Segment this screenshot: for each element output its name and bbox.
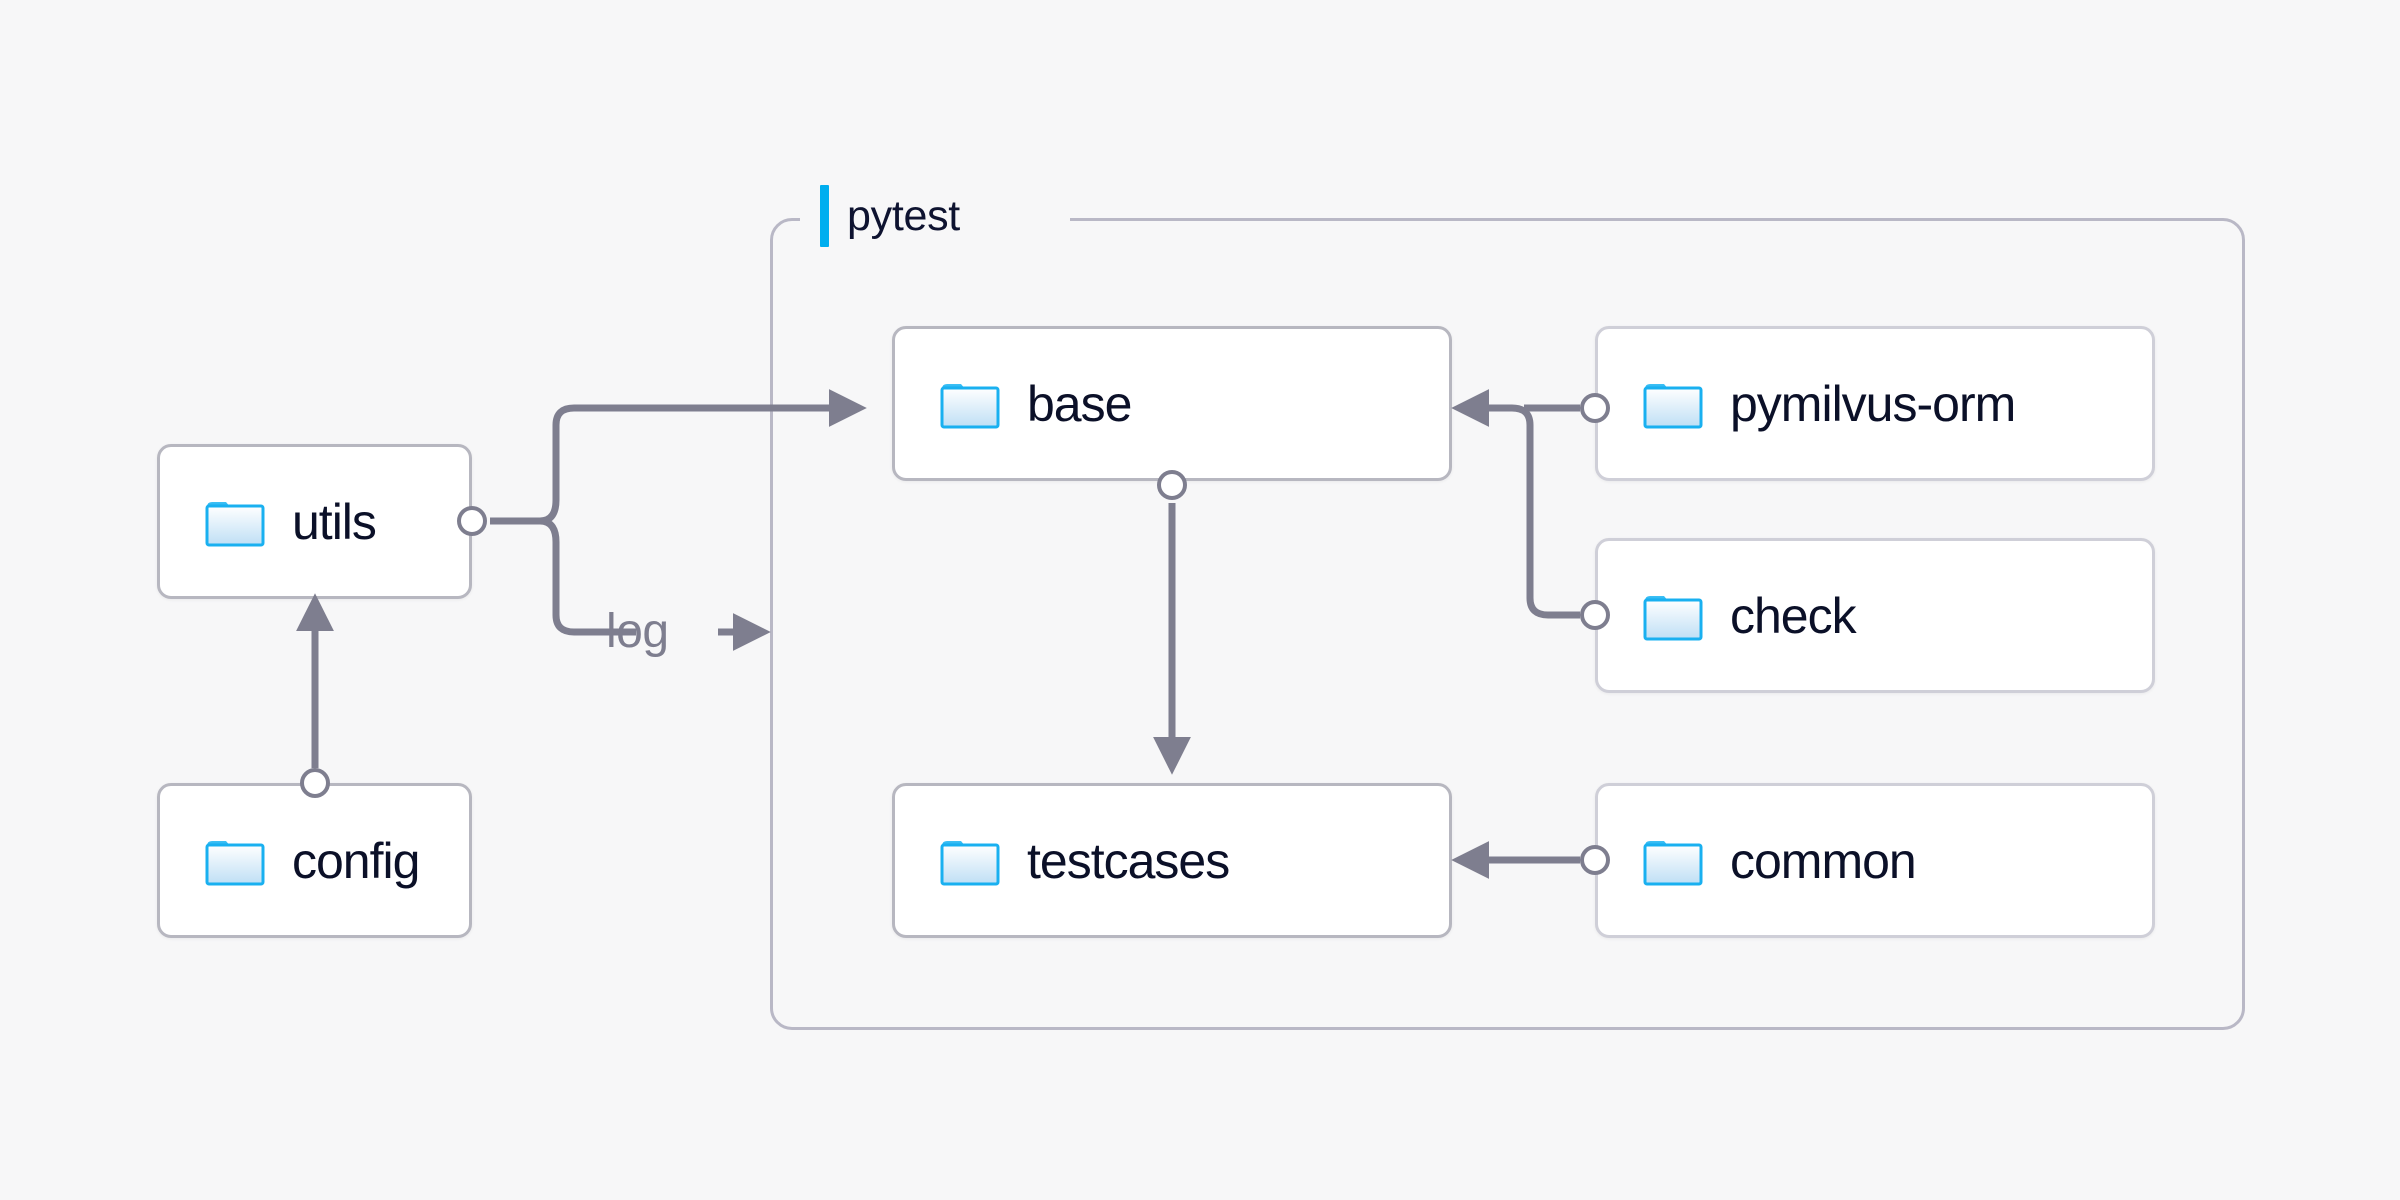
node-testcases-label: testcases (1027, 832, 1230, 889)
port-utils-right[interactable] (457, 506, 487, 536)
node-common-label: common (1730, 832, 1917, 889)
group-pytest-label: pytest (820, 180, 960, 252)
folder-icon (1642, 834, 1704, 888)
group-pytest-label-text: pytest (847, 191, 960, 240)
accent-bar-icon (820, 185, 829, 247)
group-label-background (800, 205, 1070, 233)
node-base-label: base (1027, 375, 1132, 432)
node-base[interactable]: base (892, 326, 1452, 481)
node-config-content: config (160, 832, 420, 889)
node-utils-content: utils (160, 493, 377, 550)
node-check-content: check (1598, 587, 1857, 644)
folder-icon (1642, 377, 1704, 431)
folder-icon (939, 834, 1001, 888)
node-testcases[interactable]: testcases (892, 783, 1452, 938)
node-check-label: check (1730, 587, 1857, 644)
node-pymilvus-orm[interactable]: pymilvus-orm (1595, 326, 2155, 481)
port-base-bottom[interactable] (1157, 470, 1187, 500)
folder-icon (939, 377, 1001, 431)
port-config-top[interactable] (300, 768, 330, 798)
folder-icon (1642, 589, 1704, 643)
node-testcases-content: testcases (895, 832, 1230, 889)
node-base-content: base (895, 375, 1132, 432)
node-config-label: config (292, 832, 420, 889)
folder-icon (204, 495, 266, 549)
node-pymilvus-orm-label: pymilvus-orm (1730, 375, 2016, 432)
edge-check-base (1451, 389, 1580, 619)
edge-utils-log-branch (539, 517, 636, 636)
edge-utils-base-branch (539, 389, 867, 525)
port-check-left[interactable] (1580, 600, 1610, 630)
folder-icon (204, 834, 266, 888)
node-common-content: common (1598, 832, 1917, 889)
port-pymilvus-orm-left[interactable] (1580, 393, 1610, 423)
node-common[interactable]: common (1595, 783, 2155, 938)
group-pytest[interactable] (770, 218, 2245, 1030)
node-check[interactable]: check (1595, 538, 2155, 693)
port-common-left[interactable] (1580, 845, 1610, 875)
node-utils-label: utils (292, 493, 377, 550)
node-pymilvus-orm-content: pymilvus-orm (1598, 375, 2016, 432)
